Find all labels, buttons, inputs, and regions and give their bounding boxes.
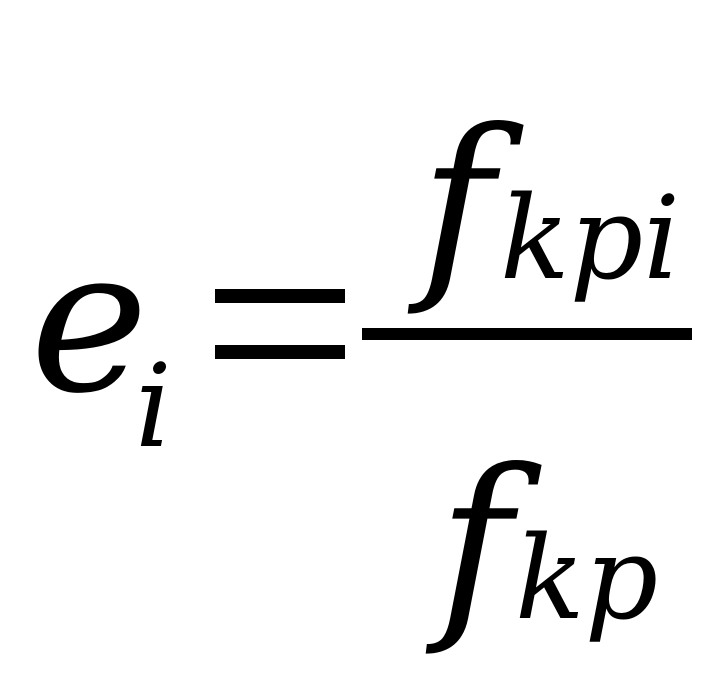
numerator-subscript: kpi [500,172,680,306]
denominator: f kp [425,427,658,660]
numerator: f kpi [407,87,680,320]
equals-bar-top [215,289,345,303]
lhs-subscript: i [135,340,172,474]
denominator-subscript: kp [515,512,658,646]
lhs: e i [30,205,172,474]
equals-sign [215,289,345,359]
lhs-base: e [30,205,148,438]
equals-bar-bottom [215,345,345,359]
fraction-bar [362,328,692,340]
